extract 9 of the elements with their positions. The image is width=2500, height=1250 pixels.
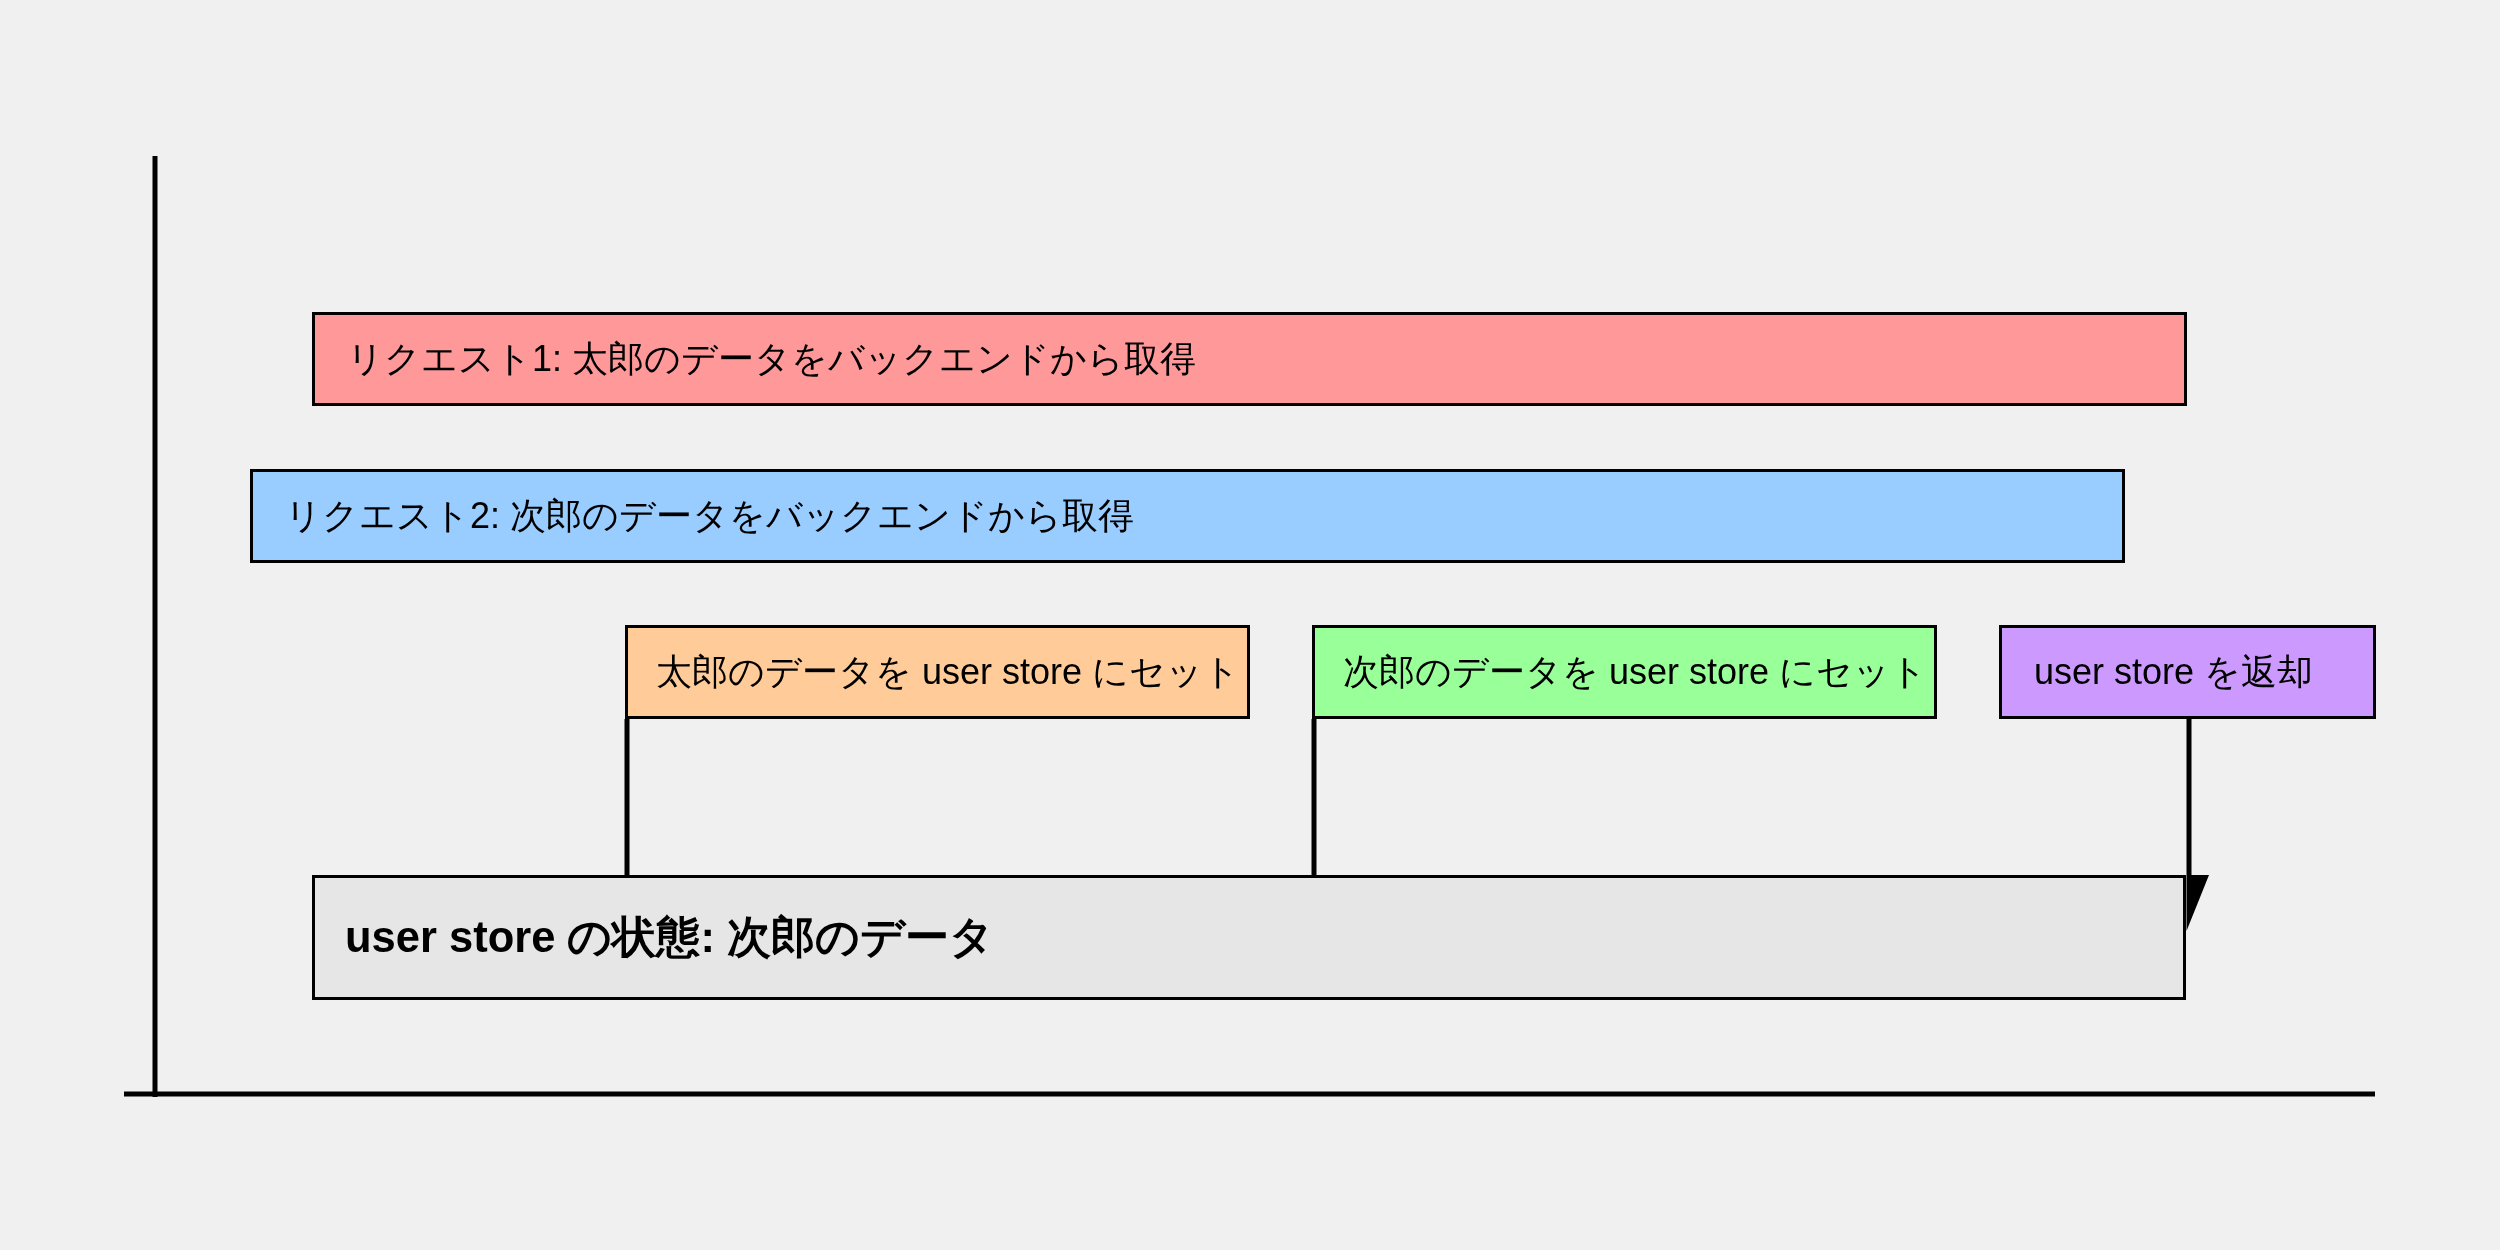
task-bar: 次郎のデータを user store にセット	[1312, 625, 1937, 719]
connector-line	[1311, 719, 1317, 875]
task-bar: 太郎のデータを user store にセット	[625, 625, 1250, 719]
state-box: user store の状態: 次郎のデータ	[312, 875, 2186, 1000]
arrow	[2186, 719, 2209, 931]
connector-line	[624, 719, 630, 875]
task-bar: リクエスト2: 次郎のデータをバックエンドから取得	[250, 469, 2125, 563]
task-bar: user store を返却	[1999, 625, 2376, 719]
task-bar: リクエスト1: 太郎のデータをバックエンドから取得	[312, 312, 2187, 406]
